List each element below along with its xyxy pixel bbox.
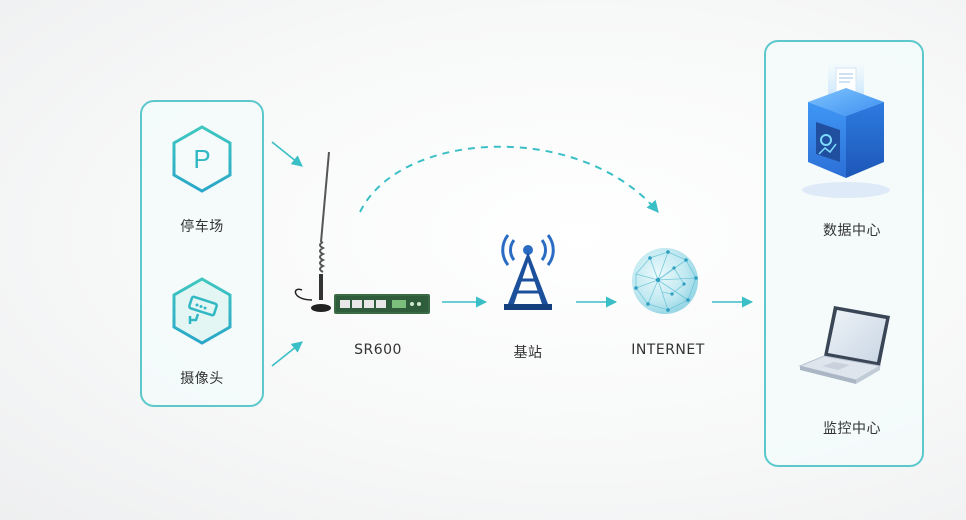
internet-label: INTERNET <box>631 342 705 358</box>
laptop-icon <box>798 306 890 384</box>
data-center-icon <box>802 62 890 198</box>
base-station-tower-icon <box>501 234 555 310</box>
data-center-label: 数据中心 <box>823 223 881 239</box>
arrow-parking-to-router <box>271 141 303 167</box>
parking-icon-letter: P <box>193 144 210 174</box>
left-device-panel <box>140 100 264 407</box>
camera-icon <box>172 277 232 345</box>
monitor-center-label: 监控中心 <box>823 421 881 437</box>
arrow-dashed-wireless <box>359 145 659 213</box>
antenna-icon <box>294 151 331 312</box>
camera-label: 摄像头 <box>180 371 224 387</box>
router-device-icon <box>334 294 430 314</box>
internet-globe-icon <box>632 248 698 314</box>
parking-label: 停车场 <box>180 219 224 235</box>
arrow-camera-to-router <box>271 341 303 367</box>
parking-icon: P <box>172 125 232 193</box>
right-center-panel <box>764 40 924 467</box>
router-label: SR600 <box>354 342 402 358</box>
base-station-label: 基站 <box>513 345 543 361</box>
